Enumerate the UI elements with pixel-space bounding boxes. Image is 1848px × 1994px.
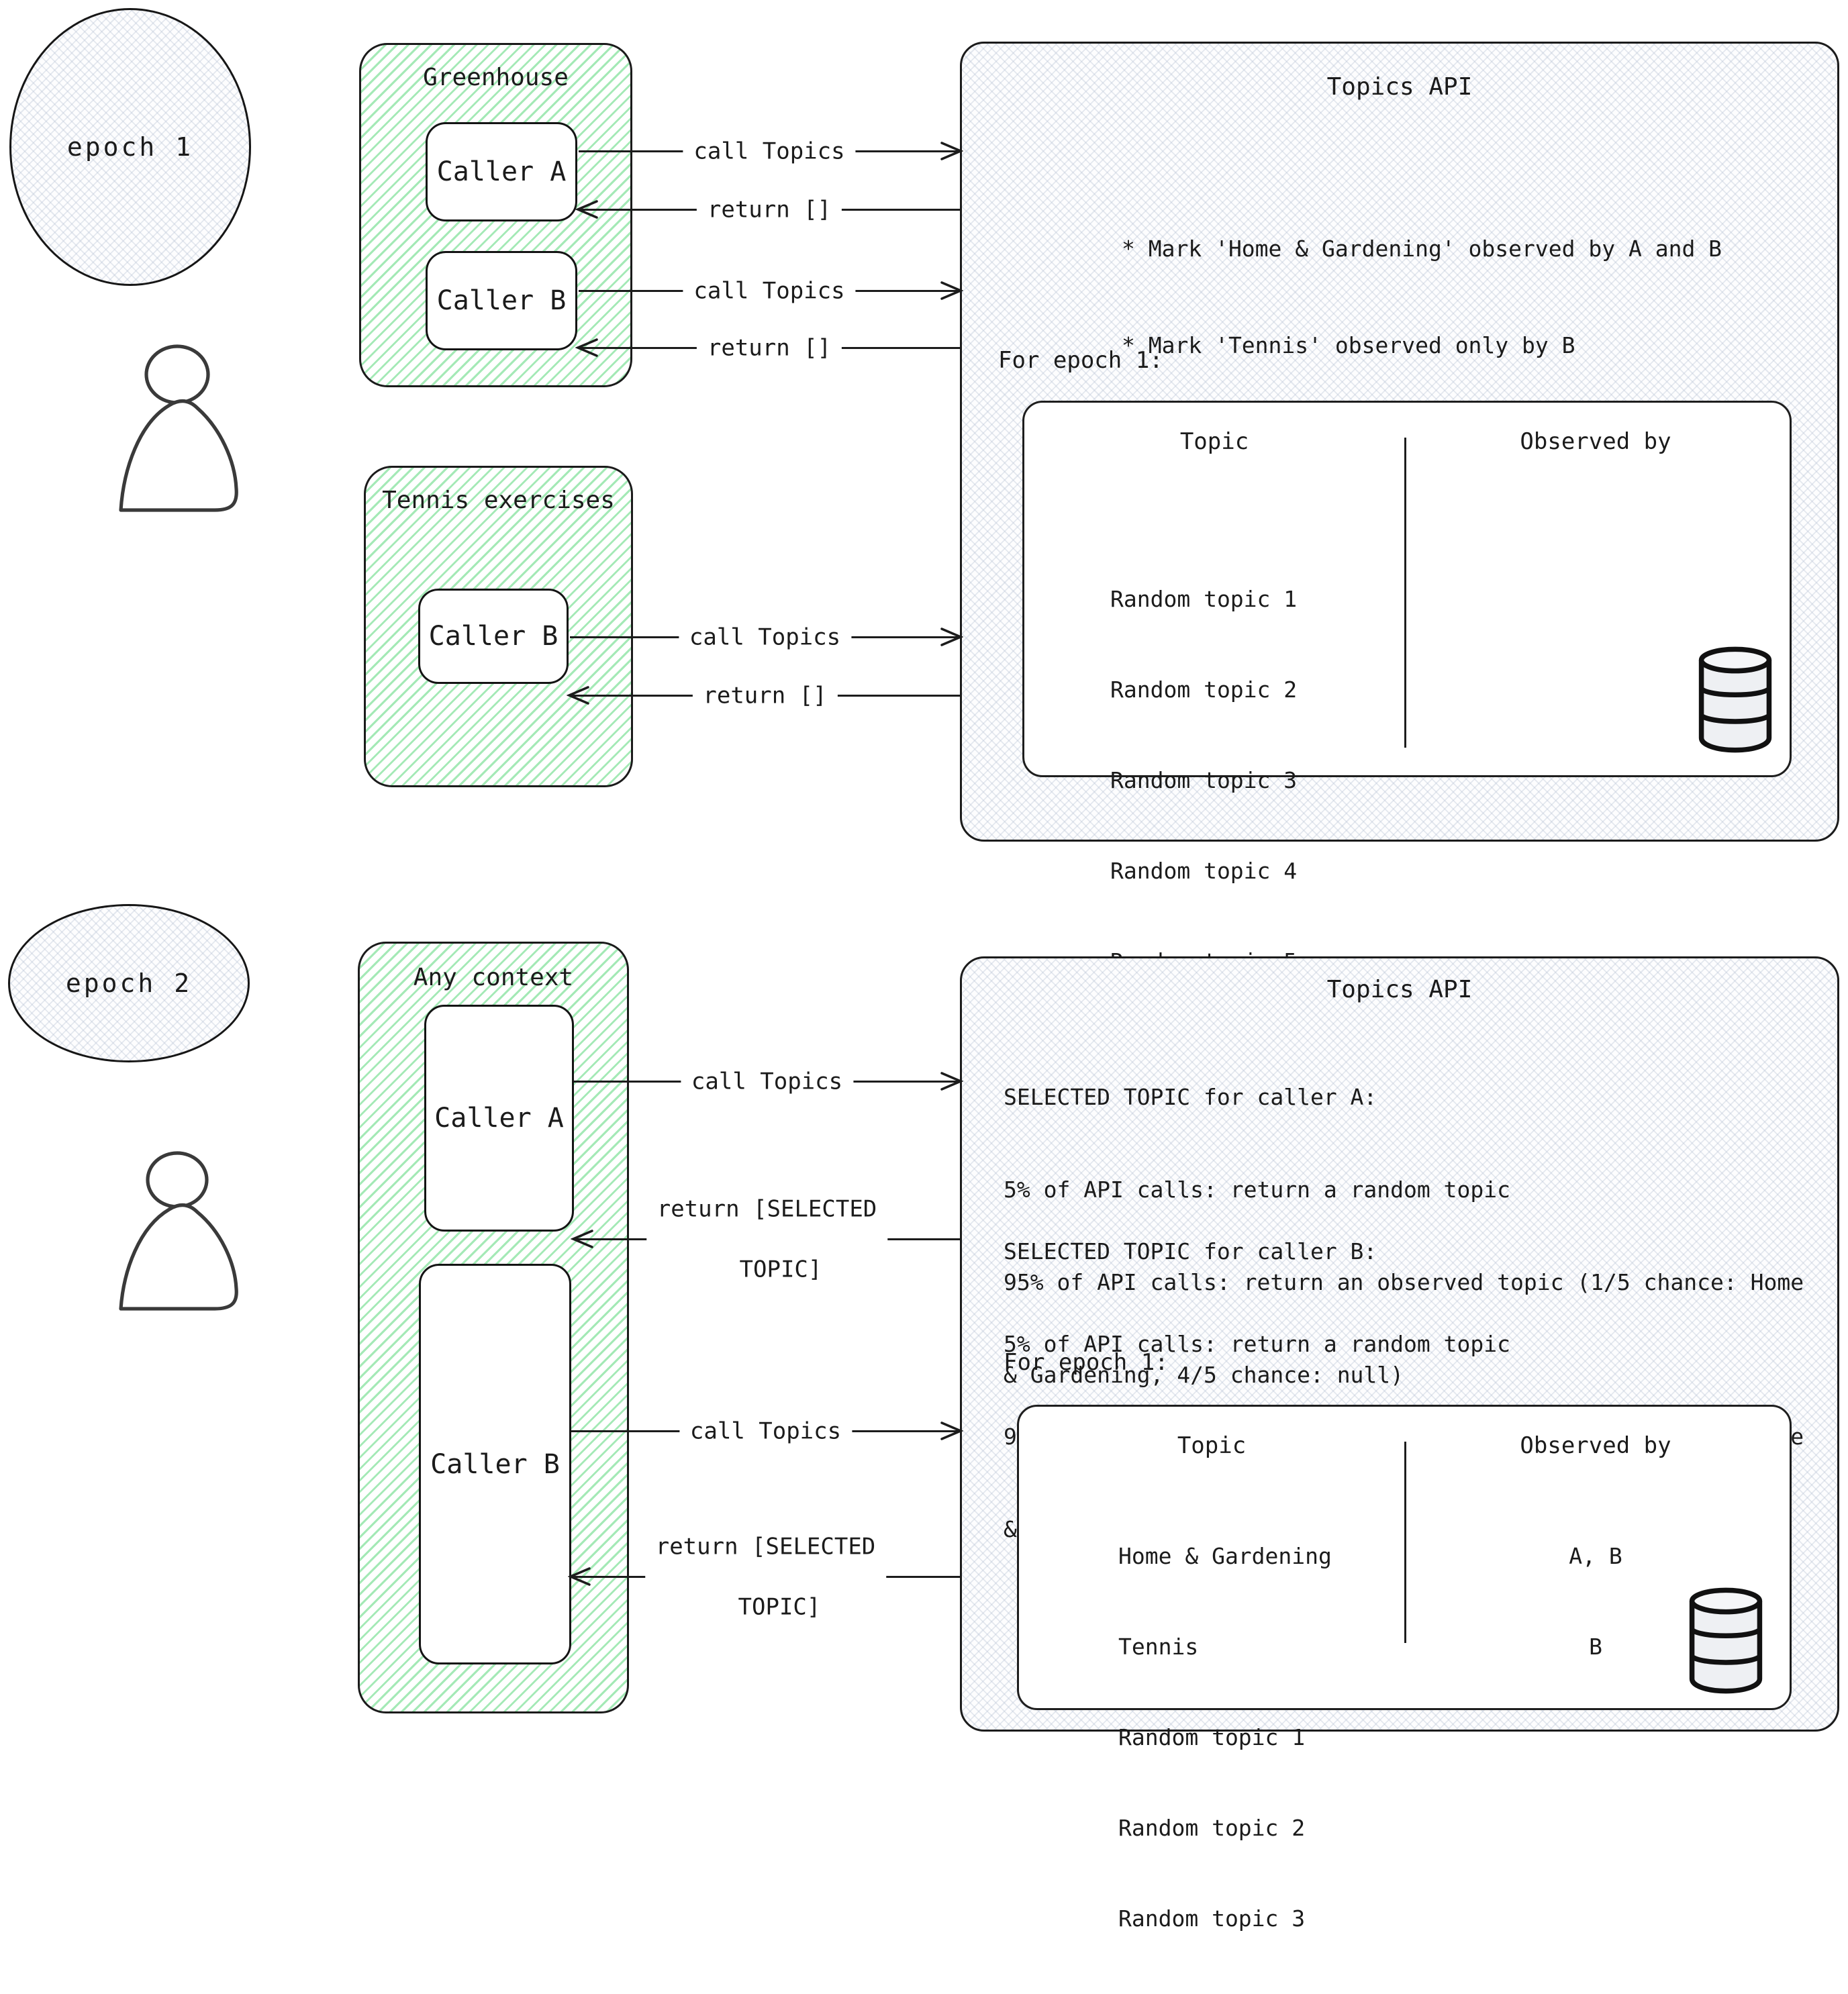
table-cell	[1404, 765, 1787, 795]
topics-api-title: Topics API	[1326, 976, 1473, 1003]
arrowhead-right-icon	[939, 1070, 964, 1092]
table-cell	[1404, 1903, 1787, 1934]
epoch2-badge-label: epoch 2	[65, 968, 193, 998]
table-row: Random topic 2	[1110, 677, 1298, 703]
table-observed-column: A, B B	[1404, 1481, 1787, 1994]
table-row: Random topic 3	[1110, 767, 1298, 793]
rules-b-heading: SELECTED TOPIC for caller B:	[1004, 1238, 1377, 1264]
person-icon	[119, 1151, 238, 1311]
caller-a-label: Caller A	[434, 1103, 564, 1134]
arrow-label-line1: return [SELECTED	[655, 1533, 876, 1560]
epoch2-badge: epoch 2	[8, 904, 250, 1062]
topics-table-epoch2: Topic Observed by Home & Gardening Tenni…	[1017, 1405, 1792, 1932]
diagram-canvas: { "palette": { "ink": "#1b1b1b", "green_…	[8, 8, 1839, 1932]
table-row: Random topic 3	[1118, 1905, 1306, 1932]
table-header-topic: Topic	[1179, 428, 1249, 455]
table-cell: A, B	[1569, 1543, 1622, 1569]
arrowhead-right-icon	[939, 1420, 964, 1442]
arrowhead-left-icon	[575, 337, 599, 358]
arrow-label: return [SELECTED TOPIC]	[646, 1193, 888, 1287]
table-divider	[1404, 438, 1406, 748]
caller-b-label: Caller B	[428, 621, 558, 652]
caller-a-label: Caller A	[436, 156, 567, 187]
database-icon	[1698, 646, 1772, 753]
greenhouse-caller-b-box: Caller B	[426, 251, 577, 350]
tennis-title: Tennis exercises	[382, 487, 615, 514]
rules-a-line: 5% of API calls: return a random topic	[1004, 1177, 1510, 1203]
arrow-label: return []	[696, 193, 842, 227]
table-row: Tennis	[1118, 1634, 1199, 1660]
table-cell	[1404, 1813, 1787, 1843]
arrowhead-right-icon	[939, 280, 964, 301]
arrow-label: return []	[696, 332, 842, 365]
arrow-label: call Topics	[683, 275, 856, 308]
any-context-title: Any context	[413, 964, 574, 991]
database-icon	[1689, 1587, 1763, 1694]
epoch1-badge-label: epoch 1	[66, 132, 194, 162]
for-epoch-heading: For epoch 1:	[1004, 1349, 1169, 1376]
table-row: Random topic 1	[1110, 586, 1298, 612]
table-cell	[1404, 584, 1787, 614]
arrow-label: call Topics	[678, 621, 852, 654]
table-header-topic: Topic	[1177, 1432, 1247, 1459]
arrowhead-left-icon	[567, 1566, 592, 1587]
person-icon	[119, 344, 238, 512]
arrow-label-line2: TOPIC]	[738, 1593, 821, 1621]
arrowhead-left-icon	[566, 685, 591, 706]
caller-b-label: Caller B	[430, 1448, 560, 1480]
table-cell	[1404, 856, 1787, 886]
table-row: Random topic 2	[1118, 1815, 1306, 1841]
arrowhead-left-icon	[570, 1228, 595, 1250]
for-epoch-heading: For epoch 1:	[998, 347, 1163, 374]
table-row: Random topic 4	[1110, 858, 1298, 884]
bullet-mark-tennis: * Mark 'Tennis' observed only by B	[1122, 332, 1575, 358]
table-divider	[1404, 1442, 1406, 1643]
arrowhead-left-icon	[575, 199, 599, 220]
arrow-label: return []	[692, 679, 838, 713]
table-header-observed: Observed by	[1520, 1432, 1671, 1459]
arrow-label-line2: TOPIC]	[739, 1256, 822, 1283]
table-topic-column: Random topic 1 Random topic 2 Random top…	[1110, 524, 1297, 1037]
topics-table-epoch1: Topic Observed by Random topic 1 Random …	[1022, 401, 1792, 975]
table-cell	[1404, 1722, 1787, 1752]
table-row: Random topic 1	[1118, 1724, 1306, 1750]
arrow-label: call Topics	[683, 135, 856, 168]
arrowhead-right-icon	[939, 140, 964, 162]
rules-a-line: & Gardening, 4/5 chance: null)	[1004, 1362, 1404, 1388]
arrowhead-right-icon	[939, 626, 964, 648]
arrow-label: call Topics	[679, 1415, 853, 1448]
greenhouse-title: Greenhouse	[423, 64, 569, 91]
arrow-label: return [SELECTED TOPIC]	[644, 1530, 887, 1624]
rules-b-line: 5% of API calls: return a random topic	[1004, 1331, 1510, 1357]
arrow-label-line1: return [SELECTED	[656, 1195, 877, 1223]
caller-b-label: Caller B	[436, 285, 567, 316]
epoch1-badge: epoch 1	[9, 8, 251, 286]
selected-topic-rules-caller-a: SELECTED TOPIC for caller A: 5% of API c…	[1004, 1020, 1804, 1452]
rules-a-line: 95% of API calls: return an observed top…	[1004, 1269, 1804, 1295]
bullet-mark-home-gardening: * Mark 'Home & Gardening' observed by A …	[1122, 236, 1722, 262]
table-header-observed: Observed by	[1520, 428, 1671, 455]
arrow-label: call Topics	[680, 1065, 854, 1099]
any-context-caller-b-box: Caller B	[419, 1264, 571, 1664]
topics-api-box-epoch2: Topics API SELECTED TOPIC for caller A: …	[960, 956, 1839, 1932]
topics-api-title: Topics API	[1326, 73, 1473, 101]
greenhouse-caller-a-box: Caller A	[426, 122, 577, 221]
rules-a-heading: SELECTED TOPIC for caller A:	[1004, 1084, 1377, 1110]
api-mark-bullets: * Mark 'Home & Gardening' observed by A …	[1122, 168, 1722, 426]
any-context-caller-a-box: Caller A	[424, 1005, 574, 1232]
table-topic-column: Home & Gardening Tennis Random topic 1 R…	[1118, 1481, 1332, 1994]
table-cell: B	[1589, 1634, 1602, 1660]
tennis-caller-b-box: Caller B	[418, 589, 569, 684]
topics-api-box-epoch1: Topics API * Mark 'Home & Gardening' obs…	[960, 42, 1839, 975]
table-row: Home & Gardening	[1118, 1543, 1332, 1569]
